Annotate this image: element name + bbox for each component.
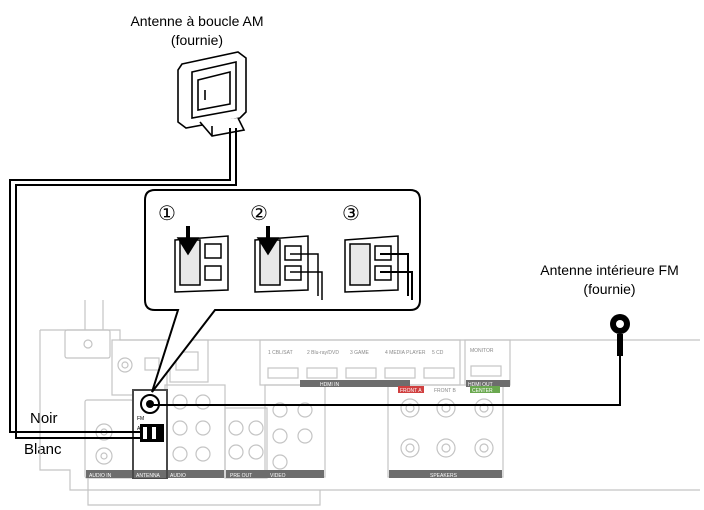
step-2-illustration: [254, 226, 323, 300]
monitor-label: MONITOR: [470, 348, 494, 354]
front-a-label: FRONT A: [400, 388, 422, 394]
hdmi-in-2-label: 2 Blu-ray/DVD: [307, 350, 339, 356]
fm-antenna-name: Antenne intérieure FM: [540, 262, 679, 278]
step-2-number: ②: [250, 201, 268, 225]
connection-steps-callout: ① ② ③: [144, 189, 421, 393]
center-label: CENTER: [472, 388, 493, 394]
black-wire-label: Noir: [30, 410, 58, 427]
am-antenna-name: Antenne à boucle AM: [130, 13, 264, 29]
panel-labels: 1 CBL/SAT 2 Blu-ray/DVD 3 GAME 4 MEDIA P…: [86, 348, 510, 479]
pre-out-label: PRE OUT: [230, 473, 252, 479]
pre-out-label-bg: [226, 470, 266, 478]
speakers-label: SPEAKERS: [430, 473, 458, 479]
center-label-bg: [470, 386, 500, 393]
am-loop-antenna: [177, 51, 247, 137]
hdmi-in-label-bg: [300, 380, 410, 387]
hdmi-out-label: HDMI OUT: [468, 382, 493, 388]
step-1-illustration: [174, 226, 229, 293]
fm-antenna-supplied: (fournie): [583, 281, 636, 297]
hdmi-in-4-label: 4 MEDIA PLAYER: [385, 350, 426, 356]
step-3-number: ③: [342, 201, 360, 225]
speakers-label-bg: [389, 470, 502, 478]
fm-antenna-label: Antenne intérieure FM (fournie): [527, 261, 692, 299]
antenna-label: ANTENNA: [136, 473, 161, 479]
front-a-label-bg: [398, 386, 424, 393]
video-label: VIDEO: [270, 473, 286, 479]
audio-in-label: AUDIO IN: [89, 473, 112, 479]
fm-indoor-antenna: [150, 314, 630, 406]
hdmi-in-label: HDMI IN: [320, 382, 340, 388]
fm-label: FM: [137, 416, 144, 422]
hdmi-in-1-label: 1 CBL/SAT: [268, 350, 293, 356]
step-1-number: ①: [158, 201, 176, 225]
fm-antenna-cable: [150, 356, 621, 406]
audio-label: AUDIO: [170, 473, 186, 479]
antenna-terminal: FM AM ANTENNA: [132, 389, 168, 479]
video-label-bg: [266, 470, 324, 478]
hdmi-in-3-label: 3 GAME: [350, 350, 370, 356]
step-3-illustration: [344, 235, 413, 300]
am-antenna-label: Antenne à boucle AM (fournie): [112, 12, 282, 50]
hdmi-in-5-label: 5 CD: [432, 350, 444, 356]
audio-in-label-bg: [86, 470, 132, 478]
audio-label-bg: [166, 470, 224, 478]
hdmi-out-label-bg: [466, 380, 510, 387]
am-antenna-cables: [9, 128, 237, 439]
front-b-label: FRONT B: [434, 388, 457, 394]
am-antenna-supplied: (fournie): [170, 32, 224, 48]
antenna-label-bg: [134, 470, 166, 478]
white-wire-label: Blanc: [24, 441, 62, 458]
